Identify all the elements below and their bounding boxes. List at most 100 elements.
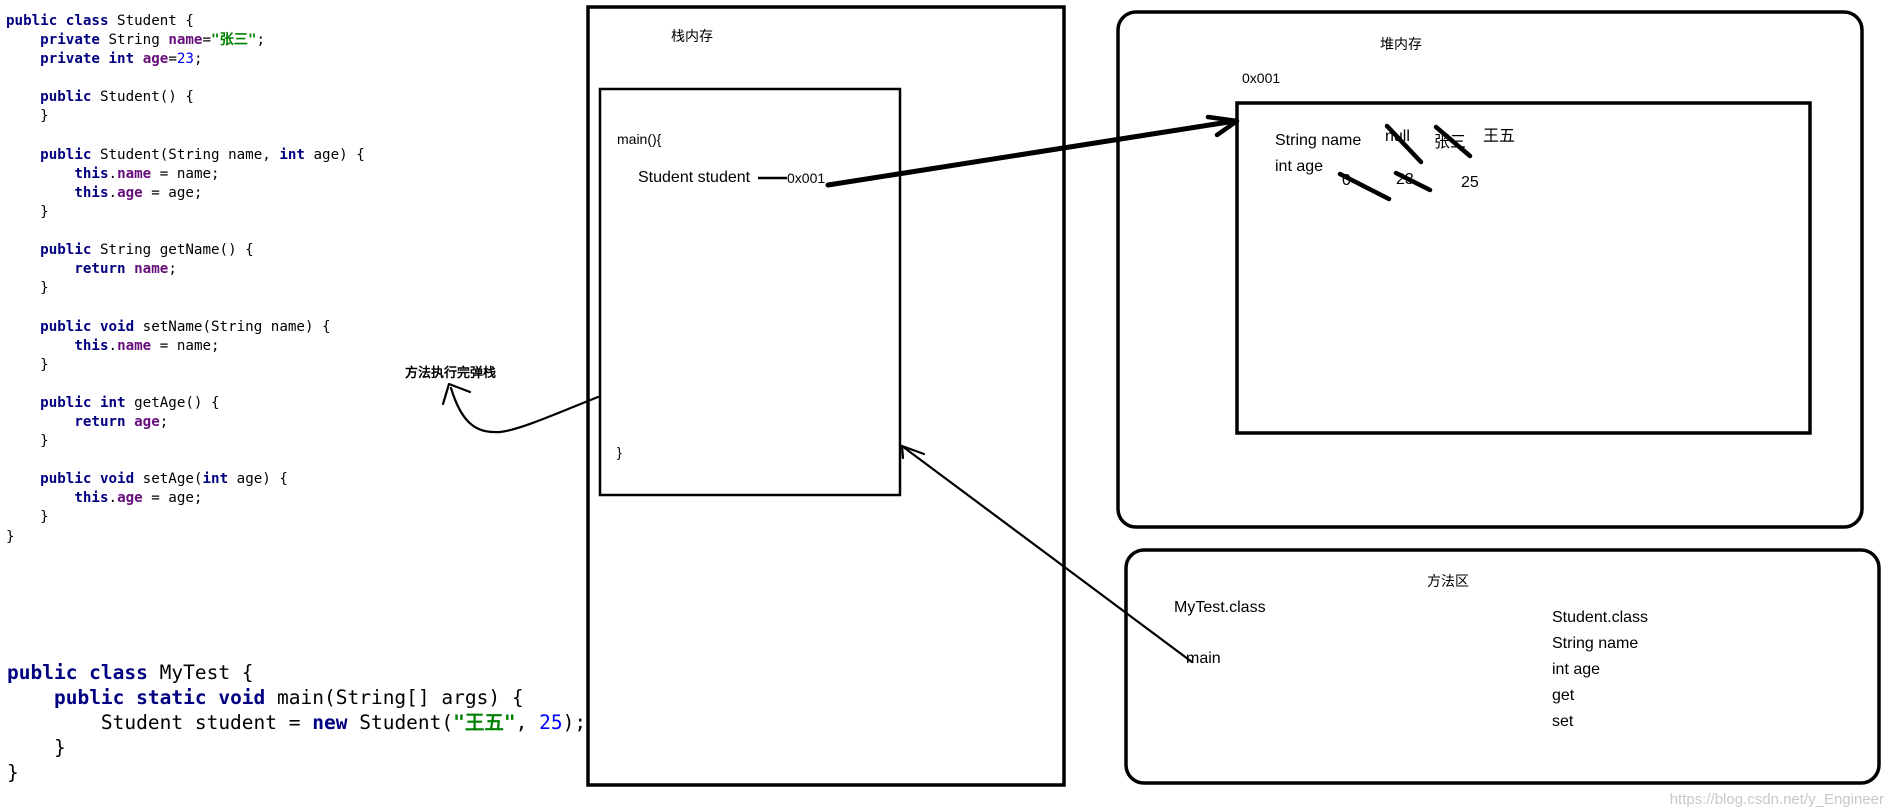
- field-age-label: int age: [1275, 158, 1324, 175]
- code-line: public class Student {: [6, 12, 365, 31]
- code-line: return name;: [6, 260, 365, 279]
- code-token: public void: [40, 318, 135, 335]
- code-token: getAge() {: [125, 394, 220, 411]
- code-token: return: [74, 261, 126, 278]
- code-token: name: [168, 32, 203, 49]
- stack-title: 栈内存: [671, 28, 713, 44]
- pop-stack-arrow: [449, 386, 600, 434]
- code-token: "王五": [453, 711, 516, 734]
- frame-open: main(){: [617, 131, 662, 147]
- mytest-class-label: MyTest.class: [1174, 599, 1266, 616]
- code-token: String: [99, 32, 169, 49]
- code-line: public String getName() {: [6, 241, 365, 260]
- code-token: Student() {: [91, 89, 194, 106]
- code-token: int: [279, 146, 305, 163]
- code-token: public class: [7, 661, 148, 684]
- code-token: public int: [40, 394, 126, 411]
- method-area-title: 方法区: [1427, 573, 1469, 589]
- code-token: .: [108, 490, 118, 507]
- code-token: Student(: [347, 711, 454, 734]
- pop-stack-note: 方法执行完弹栈: [405, 365, 497, 380]
- code-token: =: [168, 51, 177, 68]
- code-line: }: [6, 356, 365, 375]
- heap-region: [1116, 10, 1864, 529]
- code-token: MyTest {: [147, 661, 254, 684]
- code-line: public Student() {: [6, 88, 365, 107]
- code-token: name: [117, 165, 152, 182]
- code-token: private int: [40, 51, 135, 68]
- heap-address: 0x001: [1242, 70, 1281, 86]
- code-line: Student student = new Student("王五", 25);: [7, 710, 586, 735]
- code-line: public static void main(String[] args) {: [7, 685, 586, 710]
- code-token: 25: [539, 711, 563, 734]
- code-token: new: [312, 711, 348, 734]
- code-token: "张三": [211, 32, 257, 49]
- code-token: }: [6, 203, 49, 220]
- strike-zero: [1337, 171, 1392, 202]
- code-token: }: [6, 280, 49, 297]
- code-token: public class: [6, 13, 109, 29]
- code-token: = name;: [151, 337, 220, 354]
- mytest-class-code: public class MyTest { public static void…: [7, 660, 586, 785]
- name-value-wangwu: 王五: [1483, 128, 1516, 145]
- code-token: this: [74, 184, 109, 201]
- code-token: }: [6, 433, 49, 450]
- code-line: }: [6, 528, 365, 547]
- strike-zhangsan: [1433, 124, 1473, 159]
- code-line: public Student(String name, int age) {: [6, 146, 365, 165]
- stack-region: [586, 5, 1066, 787]
- code-line: }: [7, 760, 586, 785]
- code-token: int: [202, 471, 229, 488]
- code-token: Student student =: [7, 711, 313, 734]
- code-token: =: [202, 32, 212, 49]
- code-line: public void setName(String name) {: [6, 318, 365, 337]
- strike-null: [1384, 123, 1424, 165]
- code-token: }: [6, 509, 49, 526]
- student-member-name: String name: [1552, 635, 1639, 652]
- method-area-region: [1124, 548, 1881, 785]
- code-token: age: [117, 184, 143, 201]
- code-token: name: [134, 261, 169, 278]
- student-ref: 0x001: [787, 170, 826, 186]
- code-token: .: [108, 184, 118, 201]
- code-token: .: [108, 165, 118, 182]
- code-token: public: [40, 242, 92, 259]
- age-value-zero: 0: [1342, 172, 1351, 189]
- code-token: name: [117, 337, 152, 354]
- code-line: }: [6, 432, 365, 451]
- code-token: age: [117, 490, 143, 507]
- code-token: }: [7, 736, 66, 759]
- code-token: 23: [176, 51, 194, 68]
- code-token: ;: [168, 261, 177, 278]
- pop-stack-arrowhead: [441, 382, 472, 406]
- code-token: }: [6, 108, 49, 125]
- code-token: = name;: [151, 165, 220, 182]
- main-stack-frame: [598, 87, 902, 497]
- code-token: Student(String name,: [91, 146, 280, 163]
- code-token: ;: [159, 413, 169, 430]
- code-token: return: [74, 413, 126, 430]
- code-token: ;: [193, 51, 203, 68]
- code-line: private String name="张三";: [6, 31, 365, 50]
- reference-arrow: [825, 118, 1238, 188]
- code-token: private: [40, 32, 100, 49]
- code-line: public void setAge(int age) {: [6, 470, 365, 489]
- reference-arrowhead: [1205, 114, 1240, 138]
- student-member-set: set: [1552, 713, 1574, 730]
- code-line: this.age = age;: [6, 489, 365, 508]
- code-token: public: [40, 146, 92, 163]
- code-token: age) {: [304, 146, 365, 163]
- code-token: .: [108, 337, 118, 354]
- code-token: }: [6, 528, 15, 545]
- student-member-age: int age: [1552, 661, 1601, 678]
- code-token: );: [562, 711, 587, 734]
- code-token: ,: [515, 711, 540, 734]
- code-token: this: [74, 490, 109, 507]
- code-token: main(String[] args) {: [265, 686, 524, 709]
- student-member-get: get: [1552, 687, 1575, 704]
- code-line: this.name = name;: [6, 165, 365, 184]
- code-token: String getName() {: [91, 242, 254, 259]
- code-line: }: [6, 279, 365, 298]
- main-to-frame-arrowhead: [900, 444, 926, 460]
